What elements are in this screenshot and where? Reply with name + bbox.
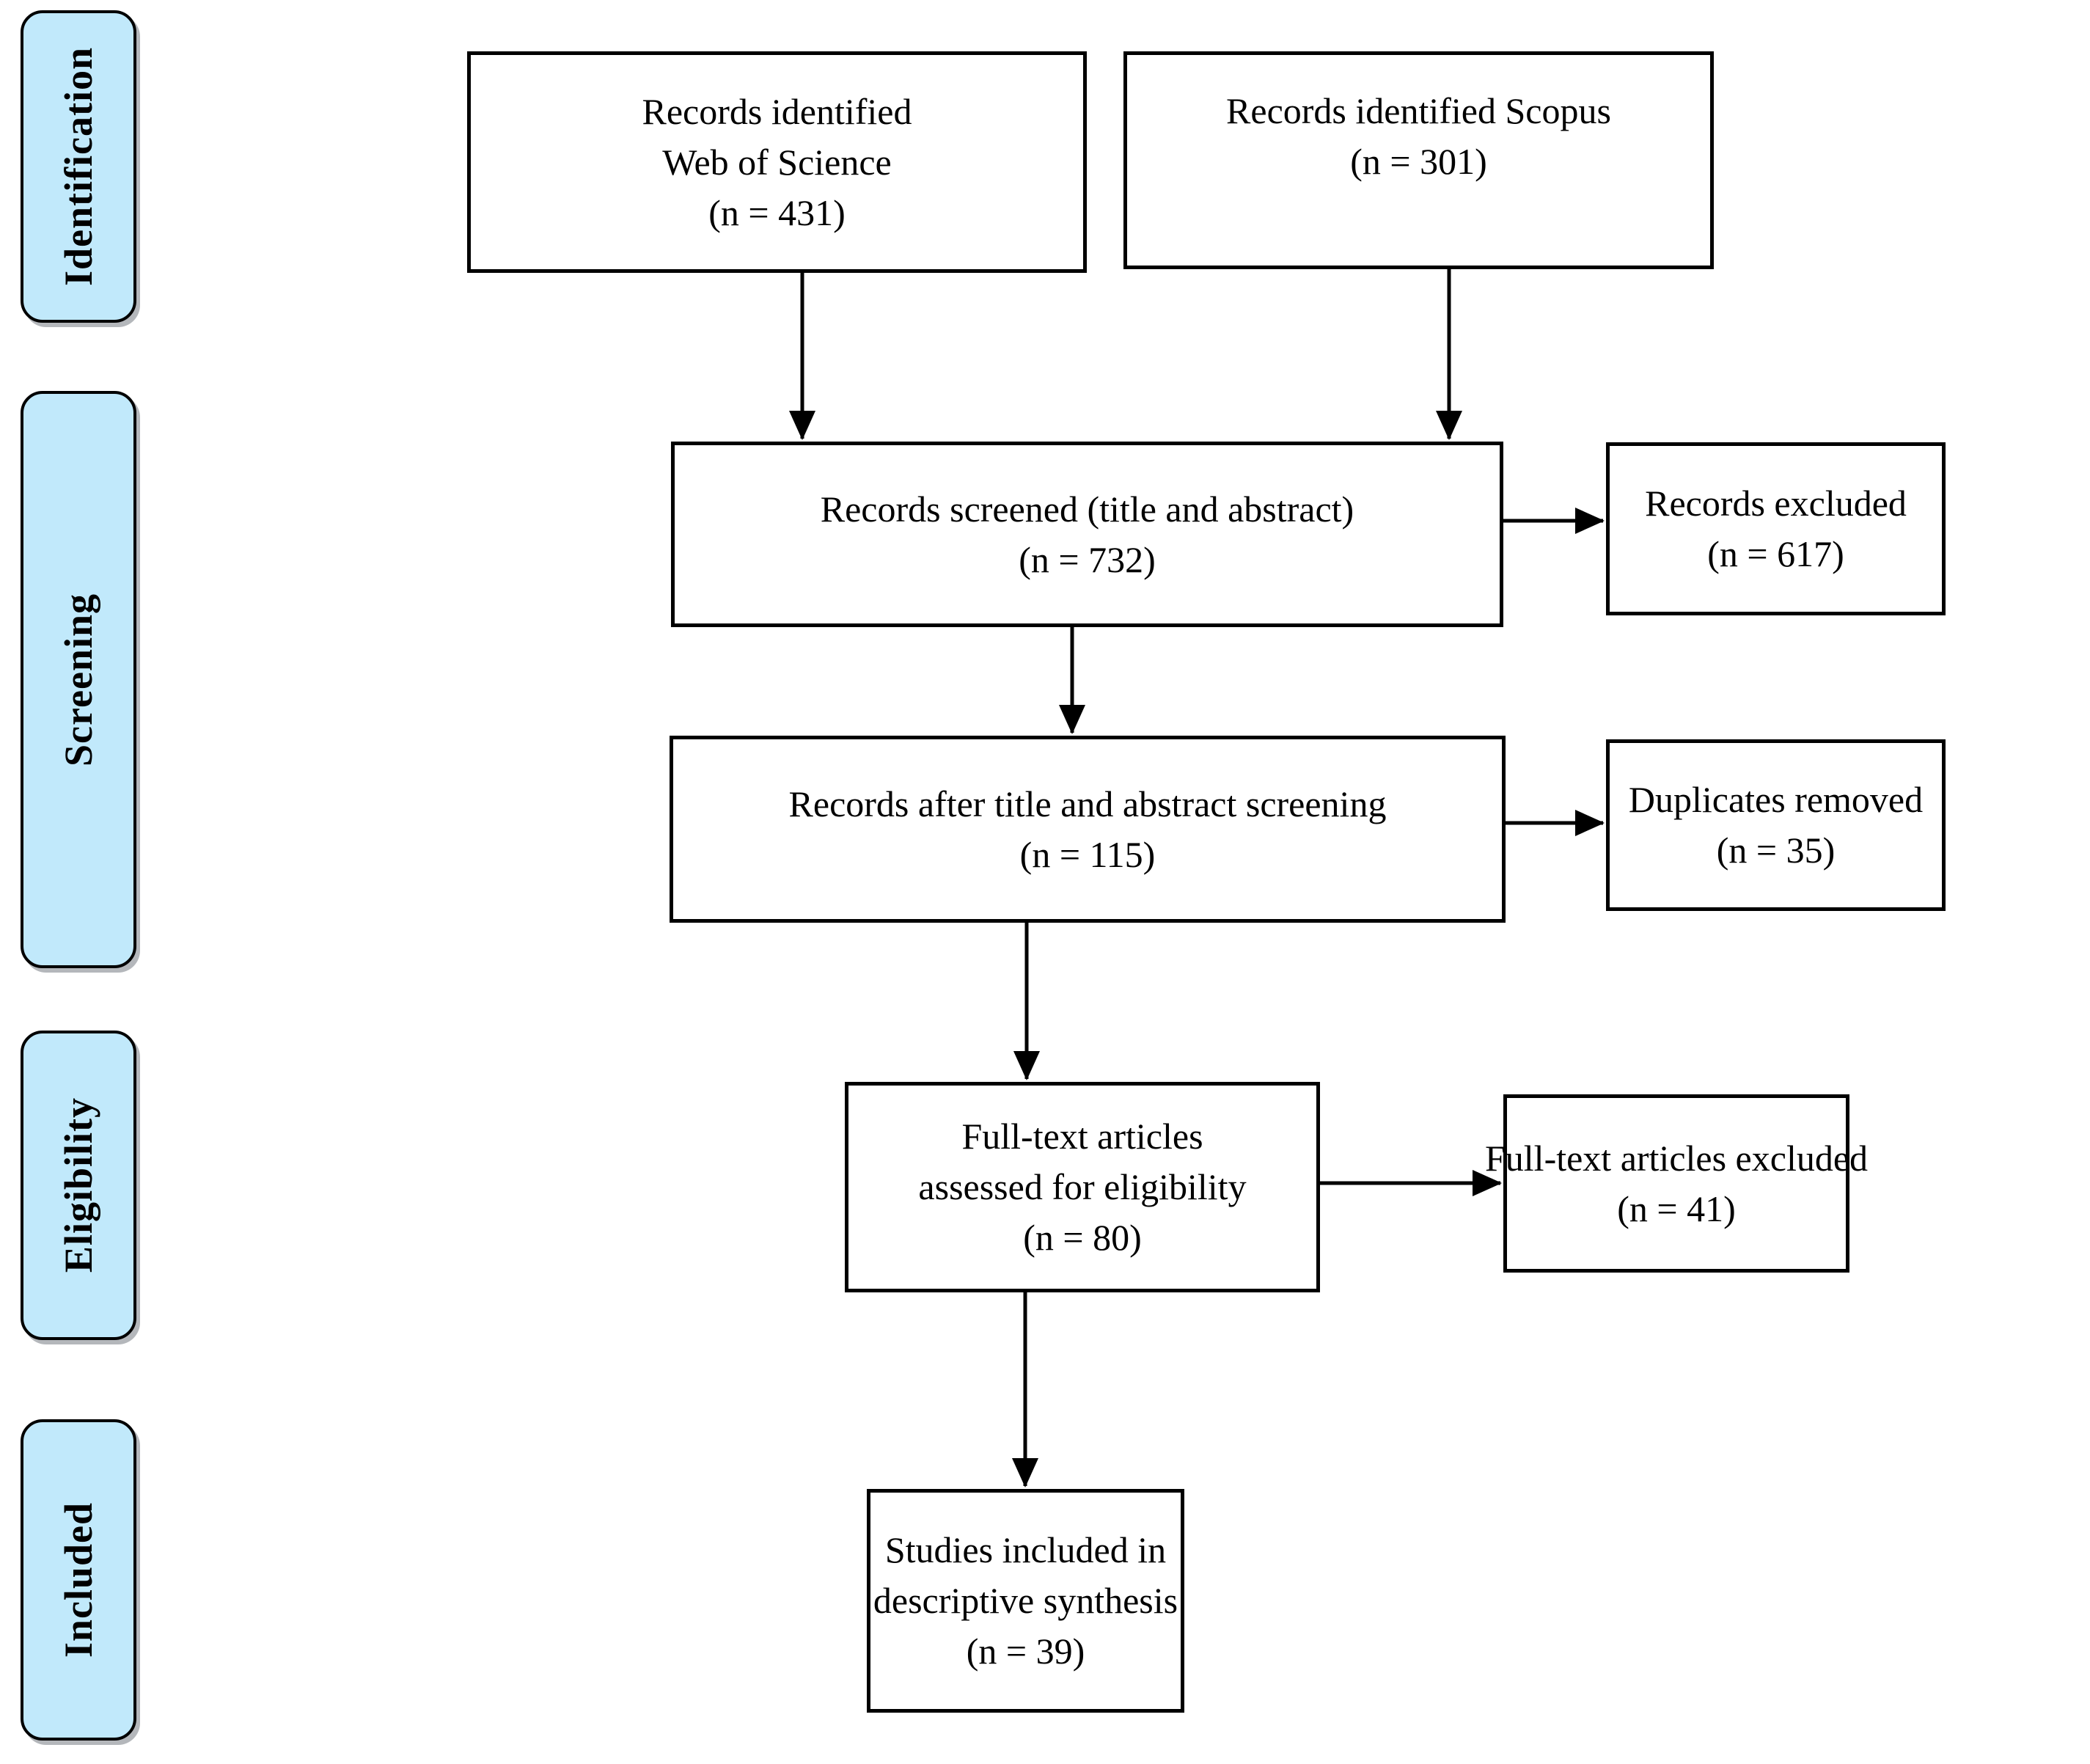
box-text-line: descriptive synthesis — [873, 1580, 1178, 1621]
box-text-line: Duplicates removed — [1628, 779, 1924, 820]
box-count: (n = 39) — [966, 1631, 1085, 1672]
box-records-after-screening: Records after title and abstract screeni… — [670, 736, 1506, 923]
stage-included: Included — [21, 1419, 136, 1741]
box-count: (n = 431) — [708, 191, 846, 233]
stage-identification-label: Identification — [56, 46, 100, 286]
stage-included-label: Included — [56, 1501, 100, 1658]
box-records-identified-scopus: Records identified Scopus (n = 301) — [1123, 51, 1714, 269]
box-records-screened: Records screened (title and abstract) (n… — [671, 442, 1503, 627]
box-text-line: Studies included in — [884, 1529, 1167, 1570]
box-count: (n = 35) — [1716, 830, 1836, 871]
stage-eligibility: Eligibility — [21, 1031, 136, 1340]
box-text-line: Full-text articles excluded — [1484, 1137, 1869, 1179]
box-text-line: Full-text articles — [961, 1116, 1203, 1157]
box-text-line: Records identified Scopus — [1226, 90, 1611, 131]
box-count: (n = 617) — [1707, 533, 1844, 574]
box-count: (n = 301) — [1350, 141, 1487, 182]
box-records-identified-wos: Records identified Web of Science (n = 4… — [467, 51, 1087, 273]
box-count: (n = 41) — [1617, 1187, 1736, 1229]
box-count: (n = 80) — [1023, 1217, 1142, 1258]
stage-eligibility-label: Eligibility — [56, 1097, 100, 1273]
box-text-line: assessed for eligibility — [918, 1166, 1247, 1207]
box-text-line: Records screened (title and abstract) — [820, 488, 1354, 530]
box-records-excluded: Records excluded (n = 617) — [1606, 442, 1946, 615]
box-fulltext-assessed: Full-text articles assessed for eligibil… — [845, 1082, 1320, 1292]
box-fulltext-excluded: Full-text articles excluded (n = 41) — [1485, 1094, 1868, 1273]
stage-screening: Screening — [21, 391, 136, 968]
box-count: (n = 115) — [1019, 833, 1156, 875]
box-count: (n = 732) — [1019, 538, 1156, 580]
box-text-line: Records excluded — [1645, 483, 1907, 524]
stage-identification: Identification — [21, 10, 136, 323]
box-duplicates-removed: Duplicates removed (n = 35) — [1606, 739, 1946, 911]
box-text-line: Records identified — [642, 90, 912, 132]
box-studies-included: Studies included in descriptive synthesi… — [867, 1489, 1184, 1713]
box-text-line: Web of Science — [662, 141, 892, 183]
box-text-line: Records after title and abstract screeni… — [788, 783, 1387, 824]
stage-screening-label: Screening — [56, 593, 100, 766]
